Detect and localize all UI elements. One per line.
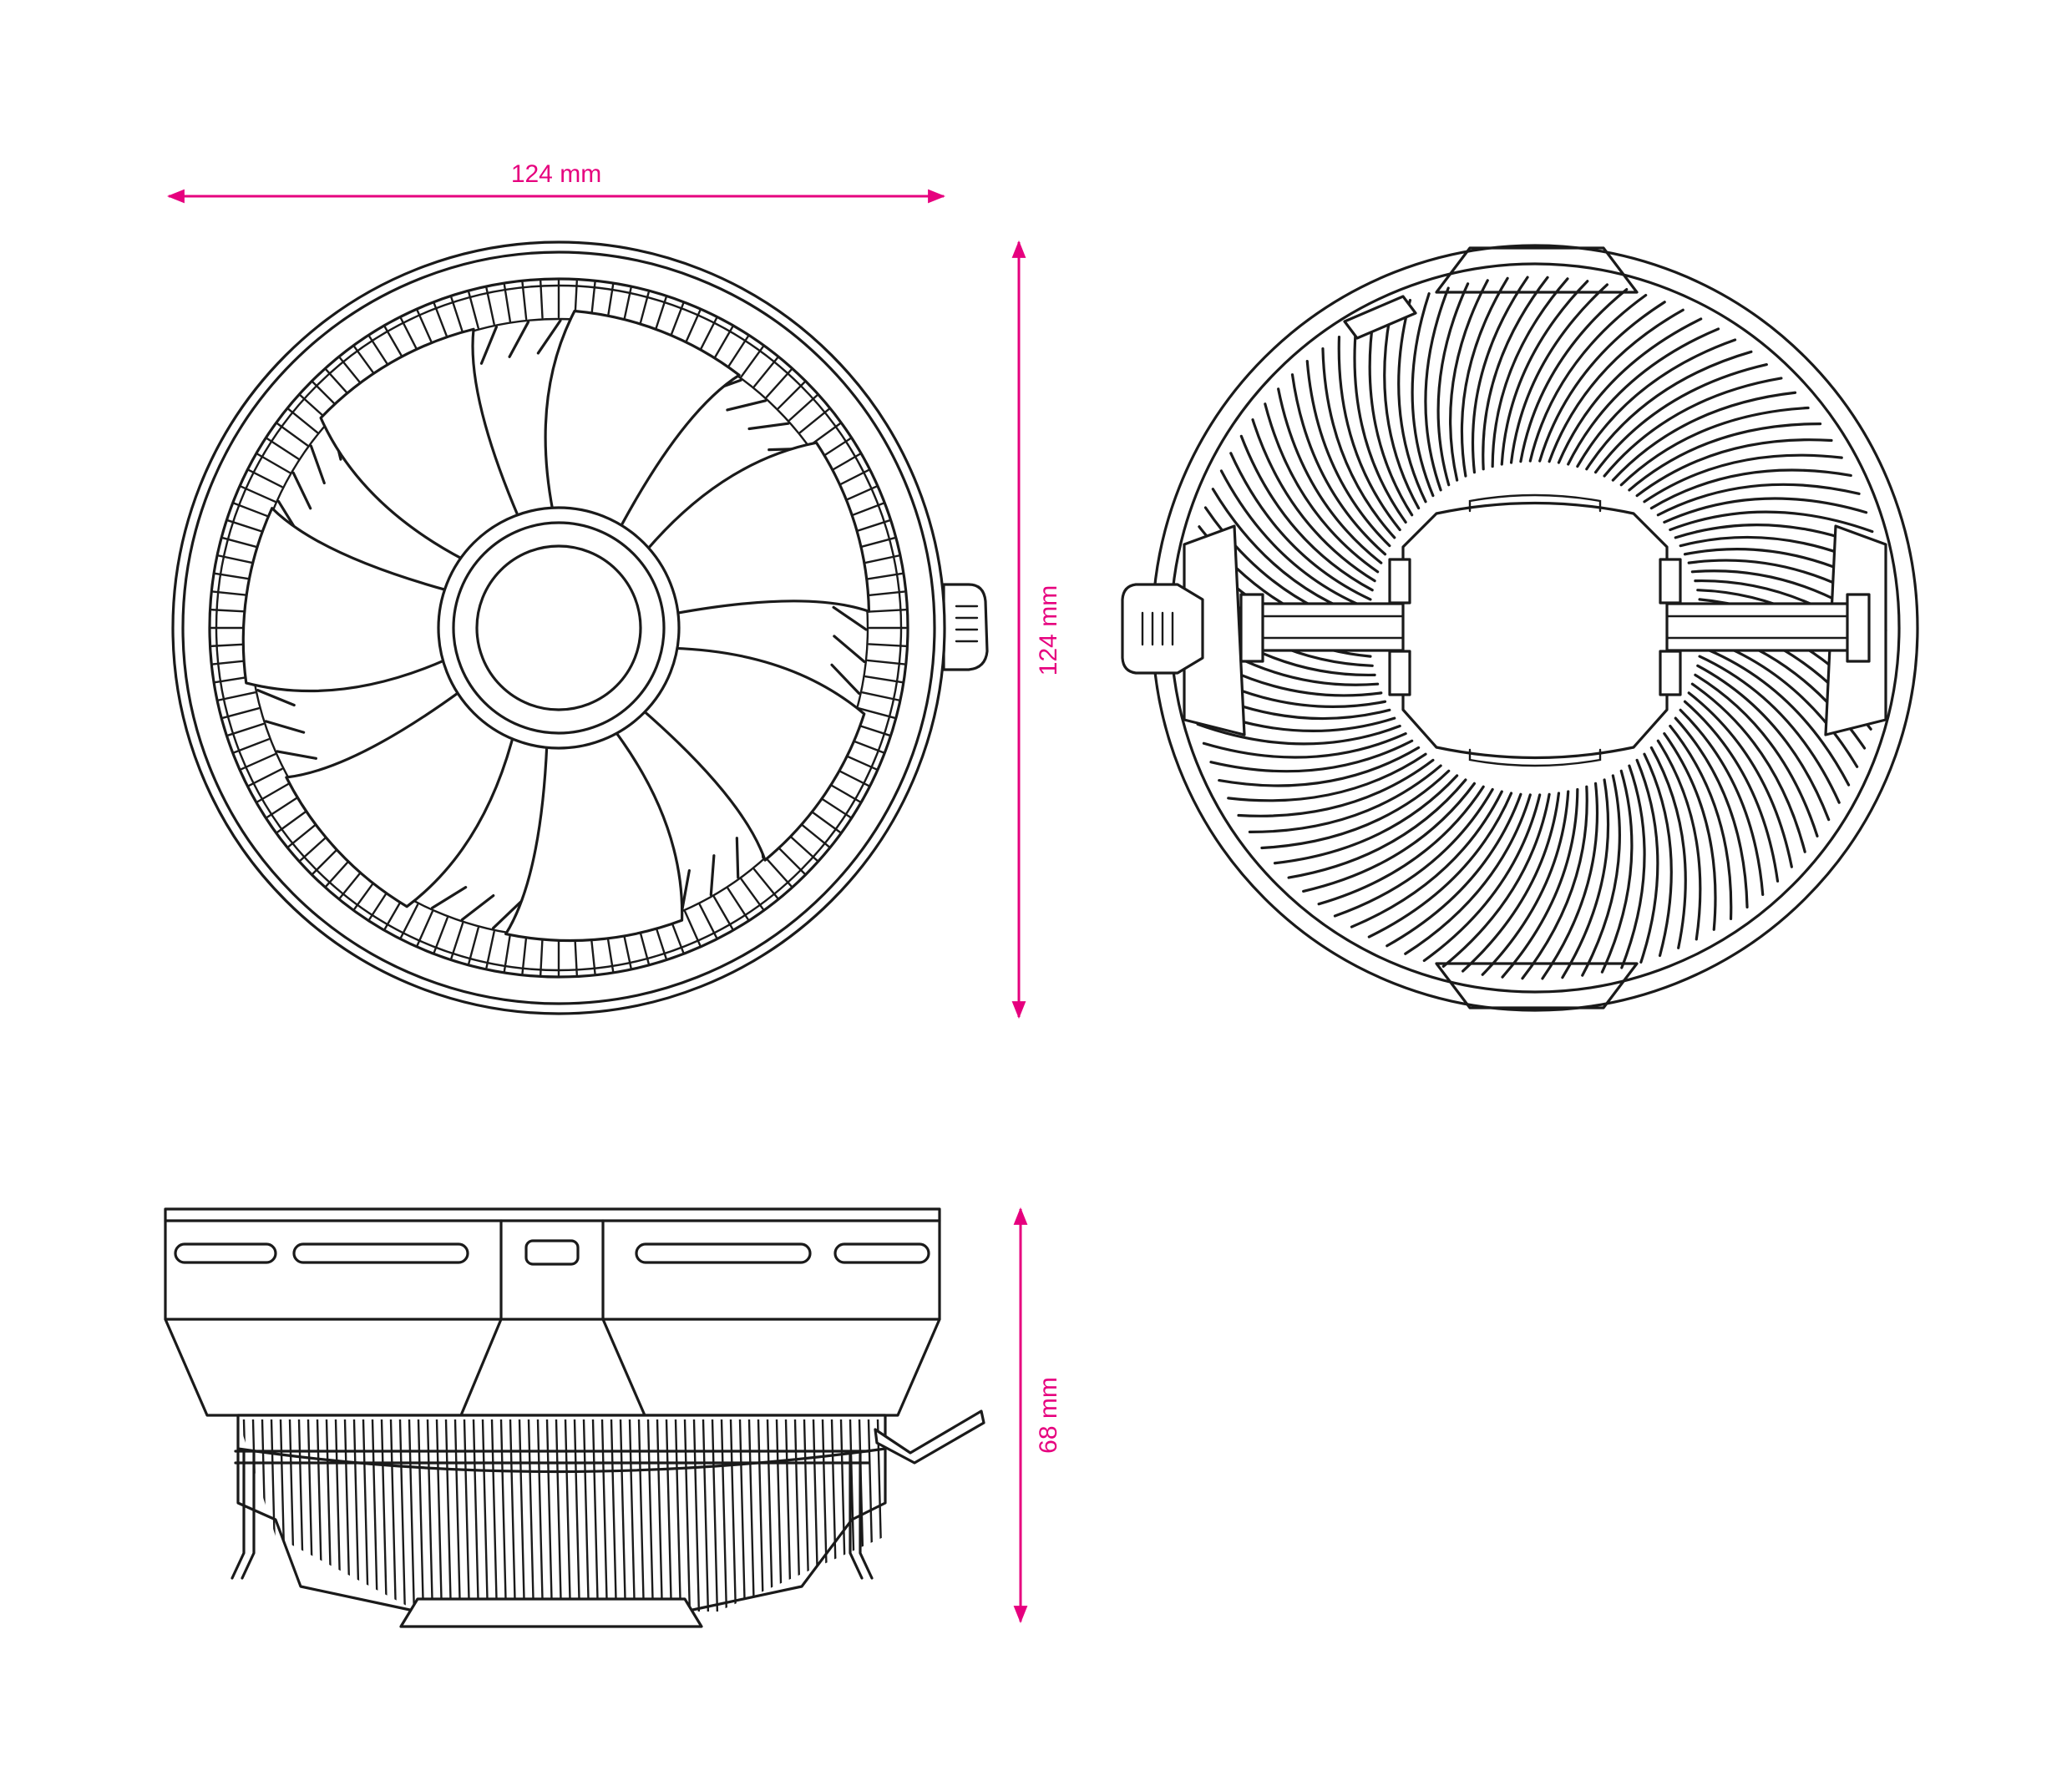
fan-blades (241, 309, 871, 943)
rear-clip-handle (1121, 583, 1204, 675)
fan-blade (641, 646, 866, 862)
dimension-height-label: 124 mm (1035, 585, 1062, 675)
fan-hub-center (475, 544, 642, 711)
fan-blade (285, 690, 515, 908)
dimension-depth-label: 68 mm (1035, 1377, 1062, 1454)
dimension-height: 124 mm (1011, 240, 1062, 1020)
dimension-width-label: 124 mm (511, 160, 601, 188)
fan-blade (645, 441, 871, 615)
fan-blade (241, 507, 449, 693)
fan-blade (504, 729, 684, 943)
heatsink-base (1388, 493, 1682, 767)
front-view (171, 240, 989, 1015)
dimension-depth: 68 mm (1013, 1207, 1062, 1624)
rear-view (1121, 244, 1919, 1012)
dimension-width: 124 mm (166, 160, 946, 204)
fan-blade (319, 327, 520, 561)
side-view (164, 1207, 985, 1628)
front-clip-handle (942, 583, 989, 671)
fan-blade (544, 309, 741, 530)
heatsink-fins (1183, 276, 1887, 980)
